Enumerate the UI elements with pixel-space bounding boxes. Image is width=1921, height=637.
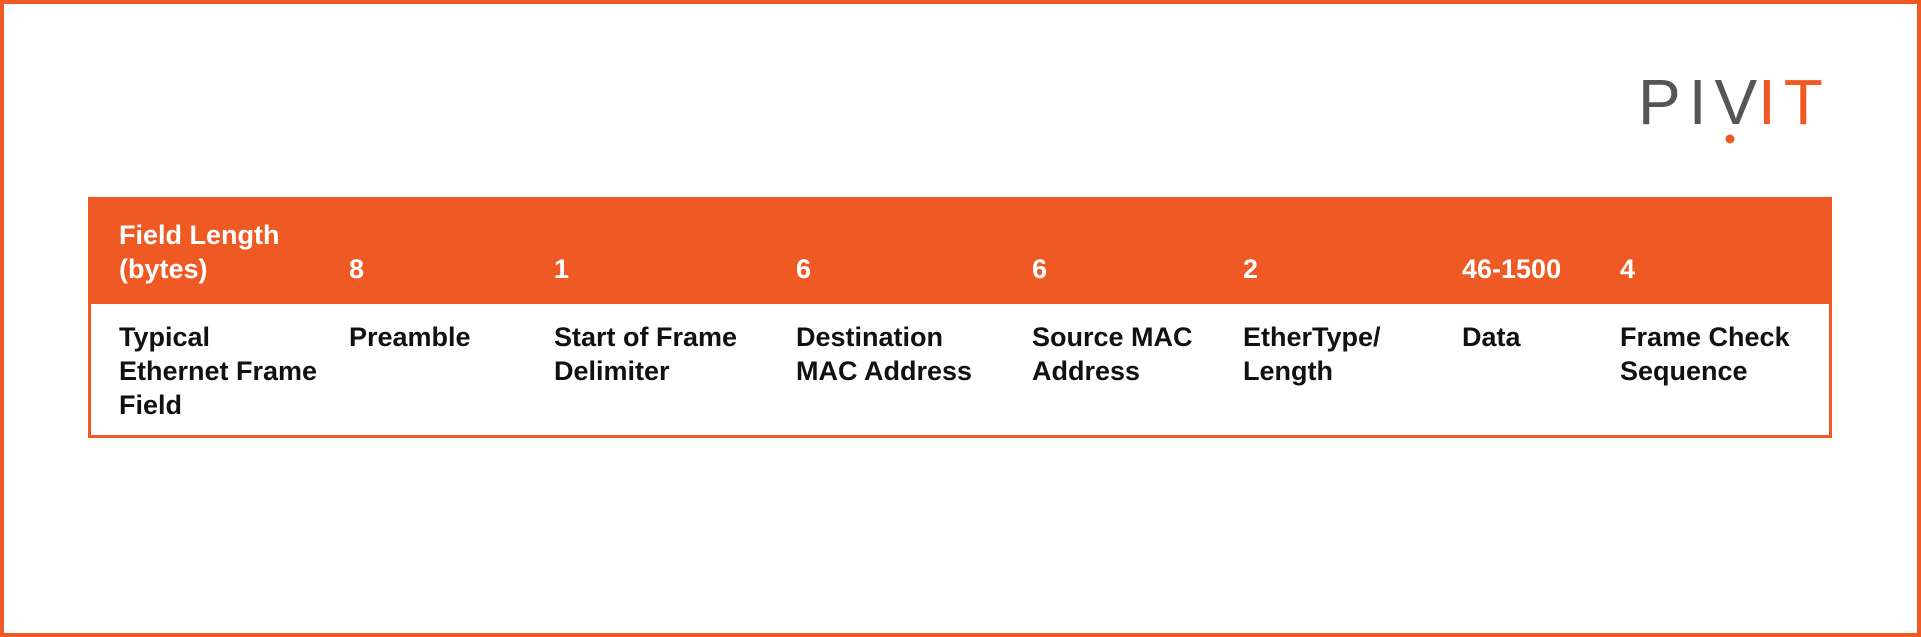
length-sfd: 1	[554, 254, 570, 284]
logo-text-right: IT	[1758, 70, 1828, 138]
field-length-row: Field Length (bytes) 8 1 6 6 2 46-1500 4	[91, 200, 1829, 304]
pivit-logo: PIV IT	[1638, 70, 1828, 144]
ethernet-frame-table: Field Length (bytes) 8 1 6 6 2 46-1500 4…	[88, 197, 1832, 438]
field-source-mac: Source MAC Address	[1032, 322, 1193, 386]
field-sfd: Start of Frame Delimiter	[554, 322, 738, 386]
field-fcs: Frame Check Sequence	[1620, 322, 1790, 386]
logo-text-left: PIV	[1638, 70, 1765, 138]
field-length-label: Field Length (bytes)	[119, 220, 280, 284]
length-fcs: 4	[1620, 254, 1636, 284]
field-data: Data	[1462, 322, 1521, 352]
length-preamble: 8	[349, 254, 365, 284]
field-preamble: Preamble	[349, 322, 471, 352]
length-ethertype: 2	[1243, 254, 1259, 284]
field-destination-mac: Destination MAC Address	[796, 322, 973, 386]
logo-dot	[1725, 134, 1735, 144]
field-ethertype: EtherType/ Length	[1243, 322, 1381, 386]
length-destination-mac: 6	[796, 254, 812, 284]
frame-field-row: Typical Ethernet Frame Field Preamble St…	[91, 304, 1829, 438]
length-data: 46-1500	[1462, 254, 1562, 284]
length-source-mac: 6	[1032, 254, 1048, 284]
frame-field-label: Typical Ethernet Frame Field	[119, 322, 318, 420]
